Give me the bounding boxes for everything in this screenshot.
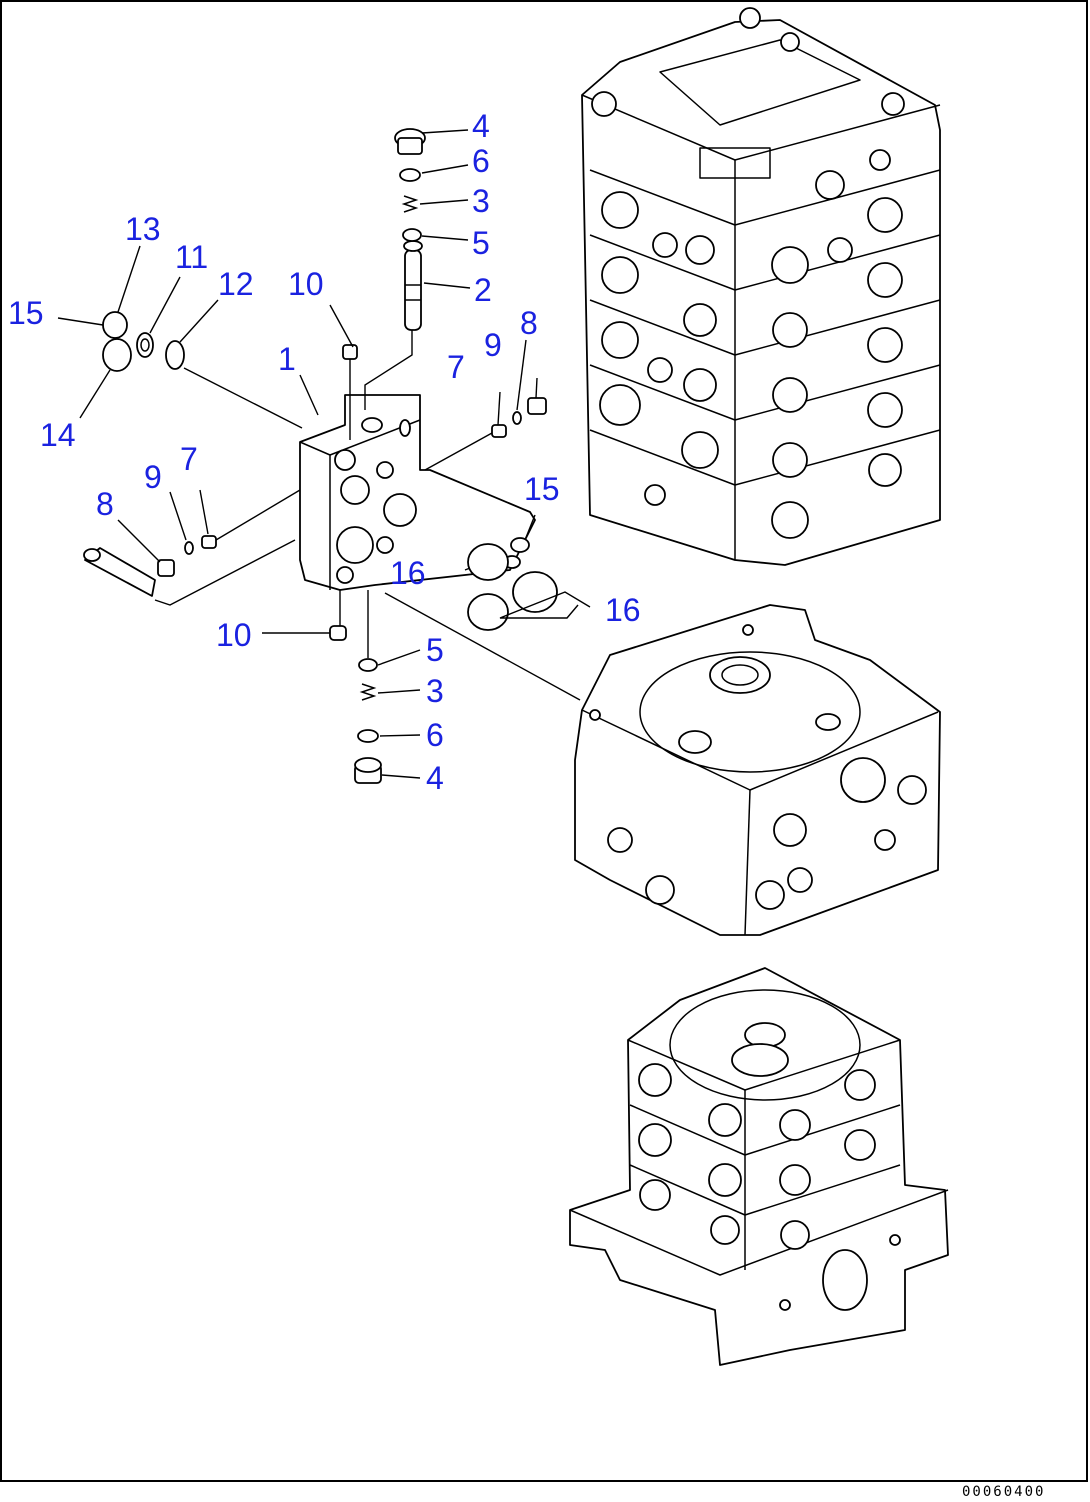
callout-10-top: 10 <box>288 266 324 302</box>
fitting-11 <box>136 332 154 358</box>
callout-7-left: 7 <box>180 441 198 477</box>
valve-section-middle <box>574 604 941 936</box>
callout-3-top: 3 <box>472 183 490 219</box>
callout-16-left: 16 <box>390 555 426 591</box>
spring-top <box>401 195 419 213</box>
callout-4-bottom: 4 <box>426 760 444 796</box>
plug-left-8 <box>157 559 175 577</box>
callout-10-bottom: 10 <box>216 617 252 653</box>
callout-2: 2 <box>474 272 492 308</box>
spring-bottom <box>359 683 377 701</box>
fitting-right-7 <box>491 424 507 438</box>
callout-8-right: 8 <box>520 305 538 341</box>
plug-top <box>394 128 426 155</box>
spool-part <box>403 240 423 331</box>
fitting-left-7 <box>201 535 217 549</box>
callout-14: 14 <box>40 417 76 453</box>
callout-6-top: 6 <box>472 143 490 179</box>
callout-5-top: 5 <box>472 225 490 261</box>
callout-12: 12 <box>218 266 254 302</box>
oring-16-b <box>512 571 558 613</box>
callouts: 4 6 3 5 2 13 11 12 10 15 1 8 9 7 14 7 9 … <box>8 108 641 796</box>
shaft-part-left <box>83 547 156 597</box>
oring-bottom <box>357 729 379 743</box>
oring-14 <box>102 338 132 372</box>
oring-13 <box>102 311 128 339</box>
callout-15-left: 15 <box>8 295 44 331</box>
valve-stack-upper <box>581 7 941 566</box>
callout-6-bottom: 6 <box>426 717 444 753</box>
callout-3-bottom: 3 <box>426 673 444 709</box>
callout-5-bottom: 5 <box>426 632 444 668</box>
callout-4-top: 4 <box>472 108 490 144</box>
callout-9-right: 9 <box>484 327 502 363</box>
leader-lines <box>57 129 591 779</box>
callout-11: 11 <box>175 239 208 275</box>
callout-8-left: 8 <box>96 486 114 522</box>
oring-top <box>399 168 421 182</box>
plug-bottom <box>354 757 382 784</box>
poppet-12 <box>165 340 185 370</box>
valve-section-bottom <box>569 967 949 1366</box>
oring-right-9 <box>512 411 522 425</box>
callout-1: 1 <box>278 341 296 377</box>
callout-13: 13 <box>125 211 161 247</box>
oring-16-a <box>467 543 509 581</box>
callout-9-left: 9 <box>144 459 162 495</box>
seat-top <box>402 228 422 242</box>
figure-code: 00060400 <box>962 1484 1045 1500</box>
section-block-part <box>299 394 536 591</box>
callout-15-right: 15 <box>524 471 560 507</box>
oring-16-c <box>467 593 509 631</box>
plug-right-8 <box>527 397 547 415</box>
plug-small-top <box>342 344 358 360</box>
plug-small-bottom <box>329 625 347 641</box>
seat-bottom <box>358 658 378 672</box>
callout-16-right: 16 <box>605 592 641 628</box>
oring-left-9 <box>184 541 194 555</box>
callout-7-right: 7 <box>447 349 465 385</box>
